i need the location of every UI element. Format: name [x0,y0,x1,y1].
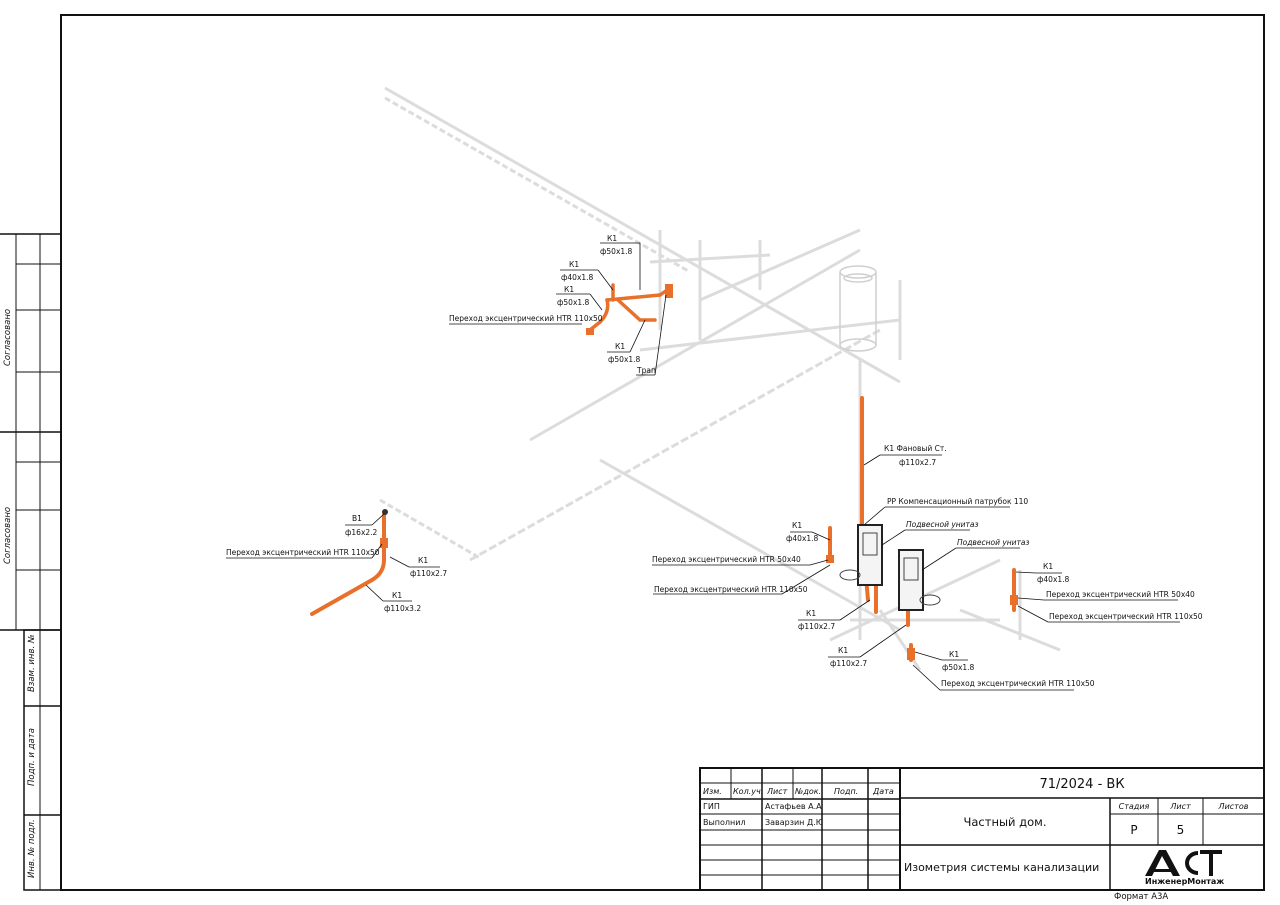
g2-label-size: ф110х3.2 [384,604,422,613]
g3-label-transition: Переход эксцентрический HTR 50х40 [1046,590,1195,599]
stamp-col-sign: Подп. [834,787,859,796]
g3-label-code: К1 [949,650,960,659]
g3-label-code: К1 [806,609,817,618]
g3-label-wc-1: Подвесной унитаз [906,520,979,529]
g3-label-transition: Переход эксцентрический HTR 110х50 [654,585,808,594]
stamp-col-date: Дата [873,787,894,796]
side-approved-1: Согласовано [3,308,13,366]
g3-label-code: К1 [838,646,849,655]
drawing-title: Изометрия системы канализации [904,861,1100,874]
side-inv-orig: Инв. № подл. [27,819,37,878]
leader-lines [226,242,1180,691]
g3-label-size: ф110х2.7 [830,659,868,668]
sheet-header: Лист [1170,802,1191,811]
g3-label-size: ф110х2.7 [798,622,836,631]
object-name: Частный дом. [963,815,1047,829]
g3-label-transition: Переход эксцентрический HTR 110х50 [1049,612,1203,621]
g2-label-transition: Переход эксцентрический HTR 110х50 [226,548,380,557]
g1-label-code: К1 [569,260,580,269]
fittings-group-1 [586,284,673,335]
sheets-header: Листов [1218,802,1249,811]
stamp-col-kolvo: Кол.уч. [733,787,762,796]
stamp-role: ГИП [703,802,720,811]
ghost-background-pipes [379,86,1061,671]
stamp-col-izm: Изм. [703,787,722,796]
sheet-number: 5 [1176,823,1185,837]
side-approved-2: Согласовано [3,506,13,564]
g3-label-code: К1 [792,521,803,530]
document-code: 71/2024 - ВК [1039,777,1125,792]
stamp-col-doc: №док. [795,787,822,796]
g1-label-code: К1 [564,285,575,294]
sheet-frame [60,14,1265,891]
g3-label-size: ф40х1.8 [1037,575,1070,584]
g3-label-size: ф40х1.8 [786,534,819,543]
sheet-format: Формат А3А [1114,892,1169,902]
g3-label-size: ф50х1.8 [942,663,975,672]
stamp-role: Выполнил [703,818,746,827]
g1-label-size: ф50х1.8 [608,355,641,364]
g3-label-transition: Переход эксцентрический HTR 110х50 [941,679,1095,688]
ghost-tank [839,265,877,352]
g1-label-code: К1 [607,234,618,243]
stamp-col-list: Лист [767,787,788,796]
pipes-group-1 [588,283,672,332]
g1-label-drain: Трап [637,366,656,375]
g1-label-size: ф50х1.8 [600,247,633,256]
g3-label-compensator: PP Компенсационный патрубок 110 [887,497,1029,506]
g1-label-size: ф50х1.8 [557,298,590,307]
g2-label-code: В1 [352,514,362,523]
g3-label-transition: Переход эксцентрический HTR 50х40 [652,555,801,564]
fittings-group-2 [380,509,388,548]
g2-label-code: К1 [392,591,403,600]
g3-label-wc-2: Подвесной унитаз [957,538,1030,547]
stamp-name: Астафьев А.А. [765,802,822,811]
g1-label-transition: Переход эксцентрический HTR 110х50 [449,314,603,323]
company-logo-text: ИнженерМонтаж [1145,877,1225,886]
g3-label-code: К1 [1043,562,1054,571]
side-inv-vzam: Взам. инв. № [27,634,37,692]
side-strip [0,233,62,891]
company-logo-mark [1145,850,1222,876]
g2-label-size: ф16х2.2 [345,528,378,537]
g2-label-code: К1 [418,556,429,565]
stage-value: Р [1130,823,1138,837]
stage-header: Стадия [1118,802,1150,811]
g1-label-size: ф40х1.8 [561,273,594,282]
g2-label-size: ф110х2.7 [410,569,448,578]
g3-label-stack: К1 Фановый Ст. [884,444,947,453]
title-block-grid [699,767,1265,891]
g3-label-size: ф110х2.7 [899,458,937,467]
side-sign-date: Подп. и дата [27,728,37,786]
stamp-name: Заварзин Д.Ю. [765,818,822,827]
g1-label-code: К1 [615,342,626,351]
fittings-group-3 [826,555,1018,660]
